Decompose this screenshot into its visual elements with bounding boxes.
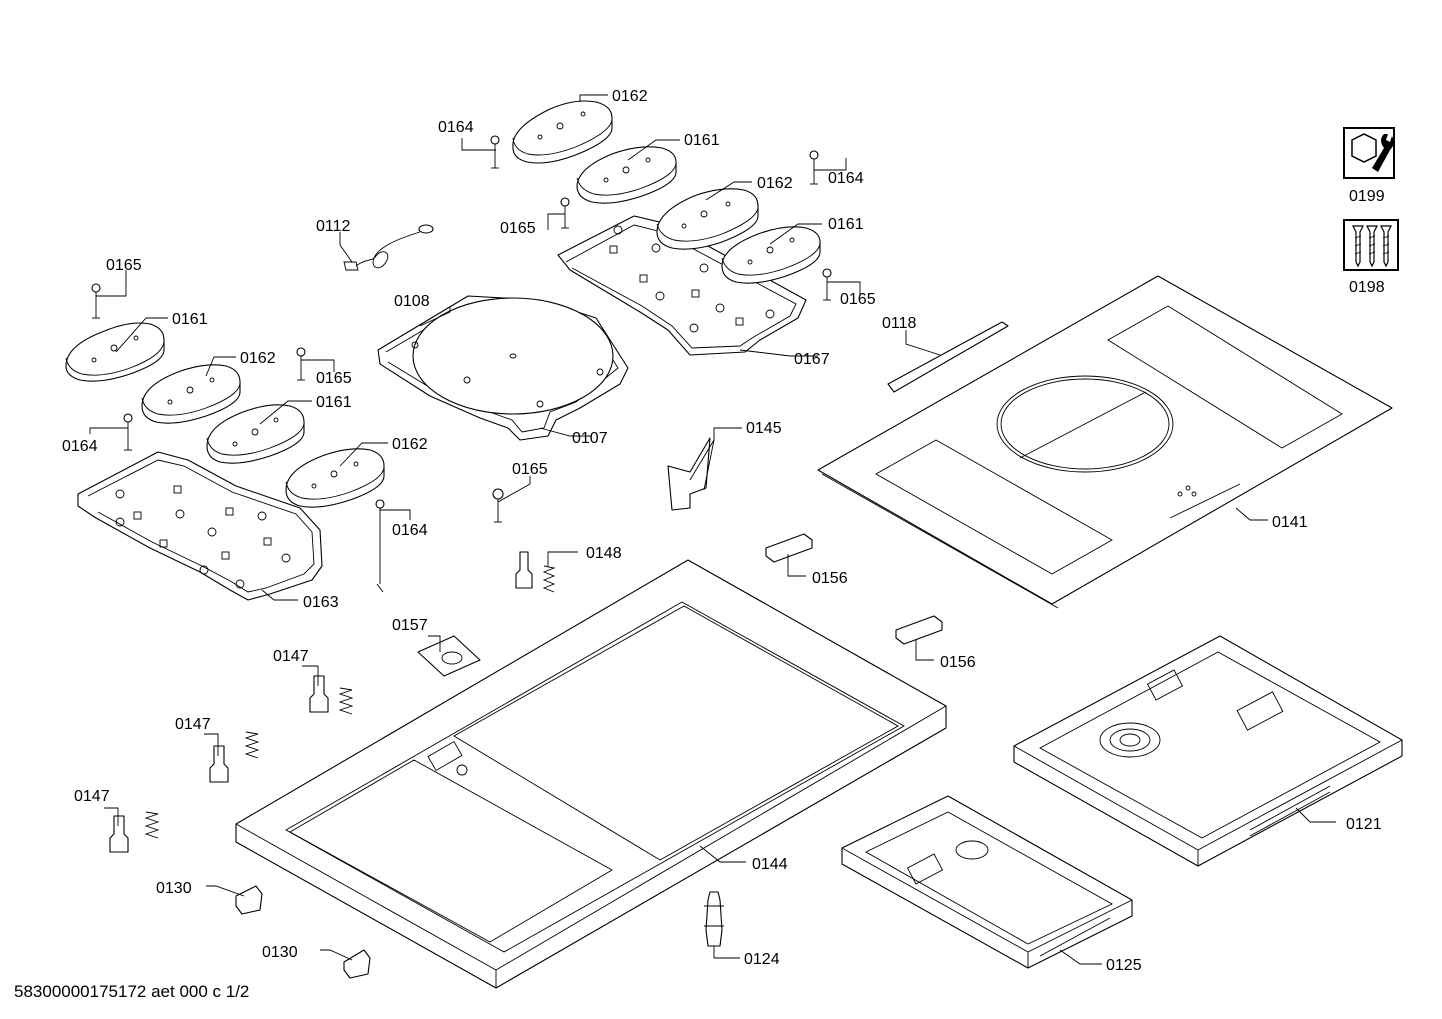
label-0157: 0157: [392, 617, 428, 634]
label-0147-a: 0147: [273, 648, 309, 665]
connector-0124[interactable]: [704, 891, 724, 947]
label-0156-a: 0156: [812, 570, 848, 587]
label-0164-left: 0164: [62, 438, 98, 455]
label-0112: 0112: [316, 218, 351, 235]
heater-pad-0162-mid[interactable]: [656, 188, 759, 250]
heater-pad-0162-left2[interactable]: [285, 448, 385, 508]
label-0163: 0163: [303, 594, 339, 611]
foot-0147-a[interactable]: [309, 675, 354, 715]
label-0162-left2: 0162: [392, 436, 428, 453]
label-0156-b: 0156: [940, 654, 976, 671]
label-0147-b: 0147: [175, 716, 211, 733]
label-0161-top: 0161: [684, 132, 720, 149]
label-0162-top: 0162: [612, 88, 648, 105]
bolt-0165-left[interactable]: [91, 283, 101, 319]
bolt-0165-center[interactable]: [492, 488, 504, 523]
label-0165-left2: 0165: [316, 370, 352, 387]
label-0145: 0145: [746, 420, 782, 437]
label-0164-right: 0164: [828, 170, 864, 187]
bolt-0164-top[interactable]: [490, 135, 500, 169]
leader-lines: [89, 94, 1336, 965]
bolt-0165-right[interactable]: [822, 268, 832, 301]
label-0164-left2: 0164: [392, 522, 428, 539]
label-0144: 0144: [752, 856, 788, 873]
glass-top-0141[interactable]: [817, 275, 1393, 605]
label-0148: 0148: [586, 545, 622, 562]
label-0107: 0107: [572, 430, 608, 447]
clip-0156-b[interactable]: [895, 615, 943, 645]
label-0165-center: 0165: [512, 461, 548, 478]
label-0162-left: 0162: [240, 350, 276, 367]
electronics-module-0121[interactable]: [1013, 635, 1403, 867]
heater-pad-0161-top[interactable]: [576, 146, 677, 204]
heater-pad-0161-left2[interactable]: [206, 404, 305, 464]
heater-pad-0161-mid[interactable]: [721, 226, 821, 284]
wrench-nut-icon[interactable]: [1343, 127, 1395, 179]
bolt-0165-left2[interactable]: [296, 347, 306, 381]
sensor-0164-left2[interactable]: [375, 499, 385, 593]
holder-0157[interactable]: [417, 635, 481, 677]
base-frame-0144[interactable]: [235, 559, 947, 989]
bracket-0163[interactable]: [77, 451, 323, 601]
label-0130-a: 0130: [156, 880, 192, 897]
label-0108: 0108: [394, 293, 430, 310]
foot-0147-b[interactable]: [209, 731, 260, 783]
code-0198: 0198: [1349, 279, 1385, 296]
foot-0148[interactable]: [515, 551, 556, 593]
top-heater-group: [490, 100, 832, 356]
callout-labels: 0162 0164 0161 0164 0162 0165 0161 0165 …: [62, 88, 1382, 974]
label-0124: 0124: [744, 951, 780, 968]
label-0161-left2: 0161: [316, 394, 352, 411]
bolt-0165-top[interactable]: [560, 197, 570, 229]
clip-0156-a[interactable]: [765, 533, 813, 563]
label-0165-top: 0165: [500, 220, 536, 237]
label-0121: 0121: [1346, 816, 1382, 833]
label-0162-mid: 0162: [757, 175, 793, 192]
wire-coil-0112[interactable]: [343, 224, 434, 271]
foot-0147-c[interactable]: [109, 811, 160, 853]
label-0164-top: 0164: [438, 119, 474, 136]
clamp-0130-a[interactable]: [235, 885, 263, 915]
label-0147-c: 0147: [74, 788, 110, 805]
label-0125: 0125: [1106, 957, 1142, 974]
glass-top-group: [817, 275, 1393, 609]
trim-strip-0118[interactable]: [887, 321, 1009, 393]
label-0161-mid: 0161: [828, 216, 864, 233]
label-0165-left: 0165: [106, 257, 142, 274]
heater-pad-0161-left[interactable]: [65, 322, 165, 382]
bolt-0164-left[interactable]: [123, 413, 133, 451]
label-0130-b: 0130: [262, 944, 298, 961]
label-0161-left: 0161: [172, 311, 208, 328]
clamp-0130-b[interactable]: [343, 949, 371, 979]
code-0199: 0199: [1349, 188, 1385, 205]
document-id: 58300000175172 aet 000 c 1/2: [14, 982, 250, 1001]
label-0118: 0118: [882, 315, 917, 332]
electronics-module-0125[interactable]: [841, 795, 1133, 969]
left-heater-group: [65, 283, 385, 601]
label-0167: 0167: [794, 351, 830, 368]
label-0165-mid: 0165: [840, 291, 876, 308]
heating-disc-0108[interactable]: [412, 297, 614, 415]
heater-pad-0162-top[interactable]: [512, 100, 613, 164]
heater-pad-0162-left[interactable]: [141, 364, 241, 424]
label-0141: 0141: [1272, 514, 1308, 531]
screws-icon[interactable]: [1343, 219, 1399, 271]
bolt-0164-right[interactable]: [809, 150, 819, 185]
round-zone-group: [377, 295, 629, 441]
bracket-0145[interactable]: [667, 437, 711, 511]
